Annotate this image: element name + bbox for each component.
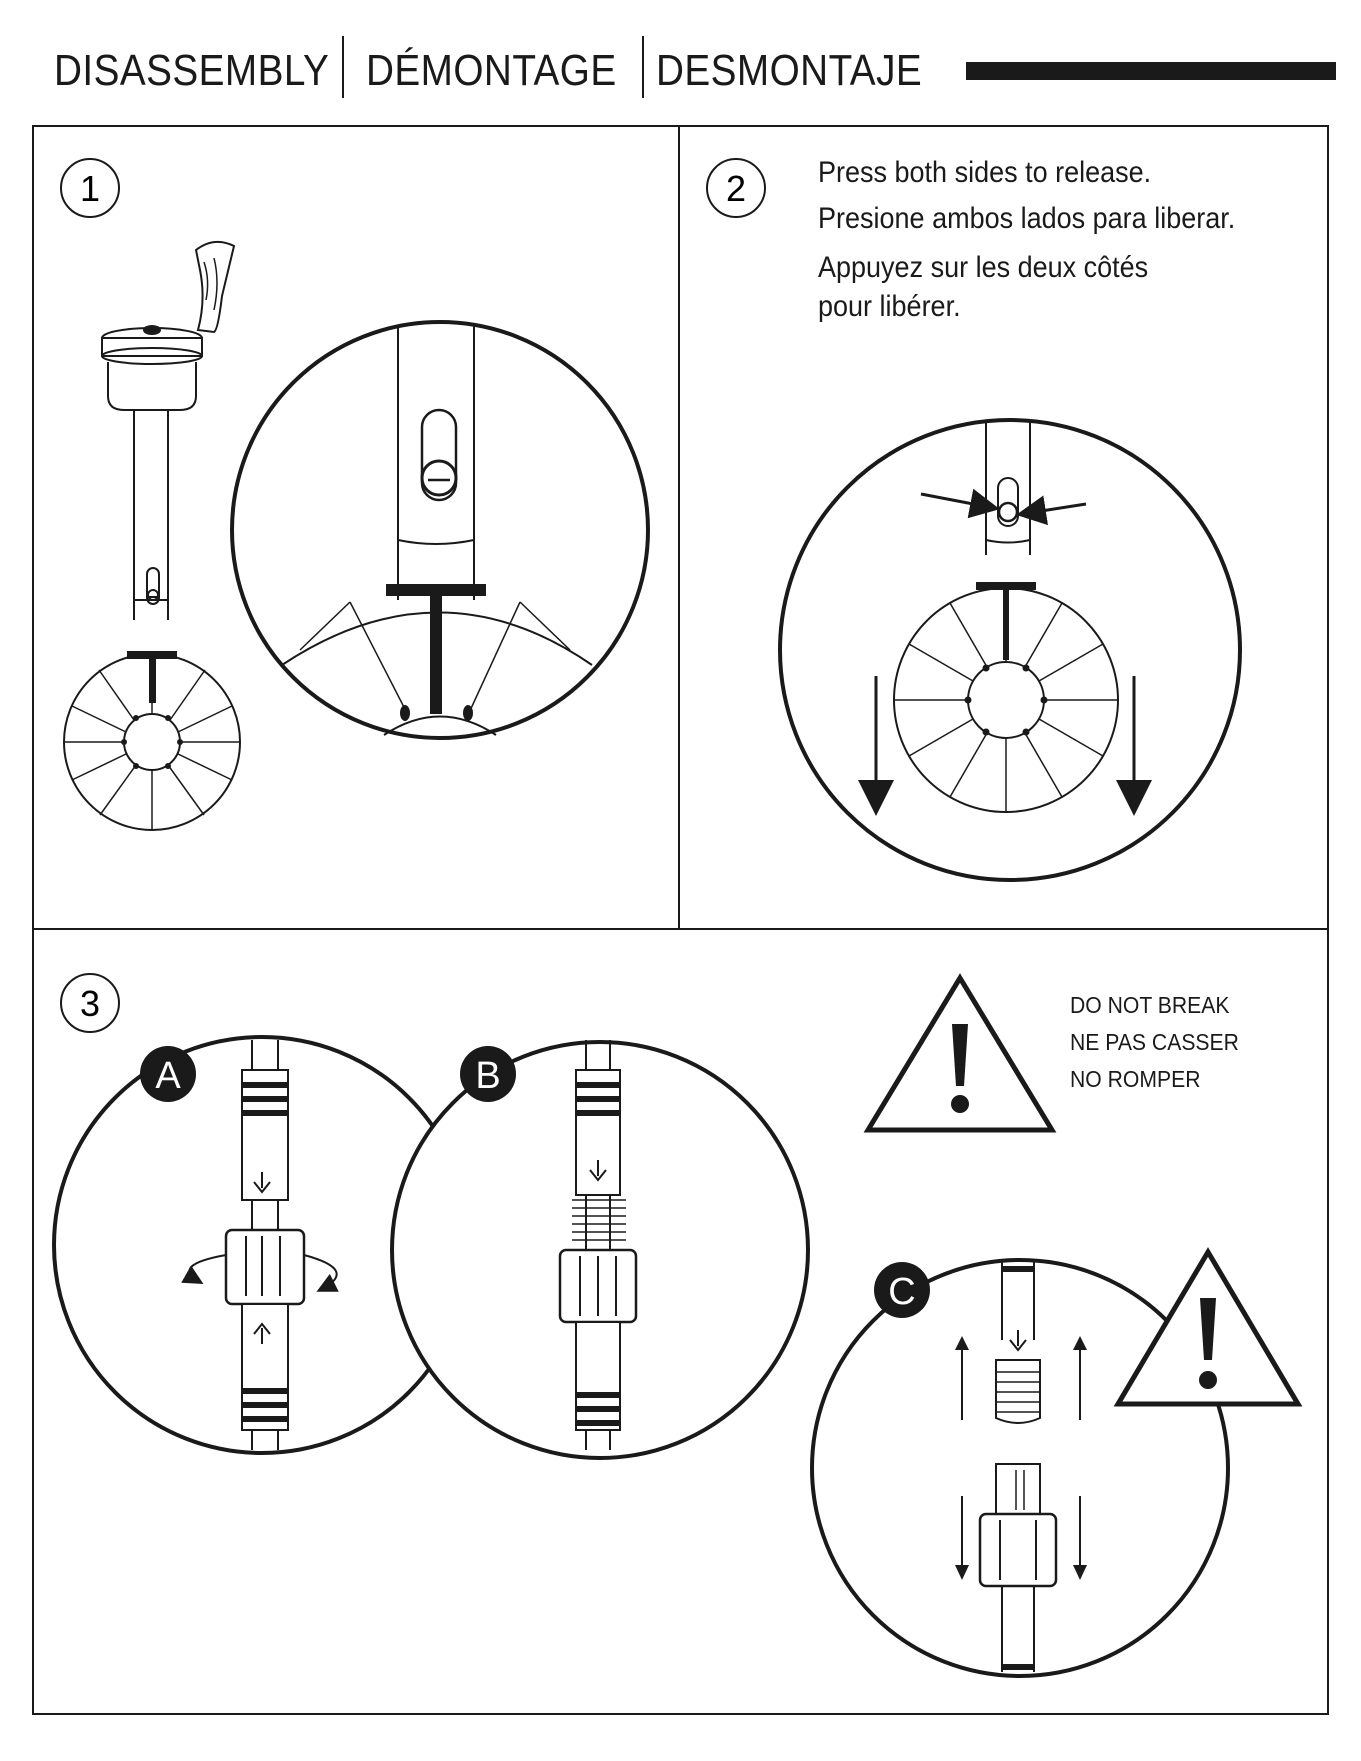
step3-number-badge: 3 xyxy=(61,974,119,1032)
step2-number: 2 xyxy=(726,168,746,209)
step3-detail-b xyxy=(392,1040,808,1458)
step1-number: 1 xyxy=(80,168,100,209)
badge-b-label: B xyxy=(475,1055,500,1097)
step3-badge-a: A xyxy=(140,1046,196,1102)
step3-badge-b: B xyxy=(460,1046,516,1102)
step3-badge-c: C xyxy=(874,1262,930,1318)
badge-c-label: C xyxy=(888,1271,915,1313)
step3-number: 3 xyxy=(80,983,100,1024)
step1-pool-tool xyxy=(64,242,240,830)
badge-a-label: A xyxy=(155,1055,181,1097)
step1-zoom-detail xyxy=(232,322,648,738)
warning-icon xyxy=(868,978,1052,1130)
step2-number-badge: 2 xyxy=(707,159,765,217)
step2-zoom-detail xyxy=(780,420,1240,880)
step1-number-badge: 1 xyxy=(61,159,119,217)
